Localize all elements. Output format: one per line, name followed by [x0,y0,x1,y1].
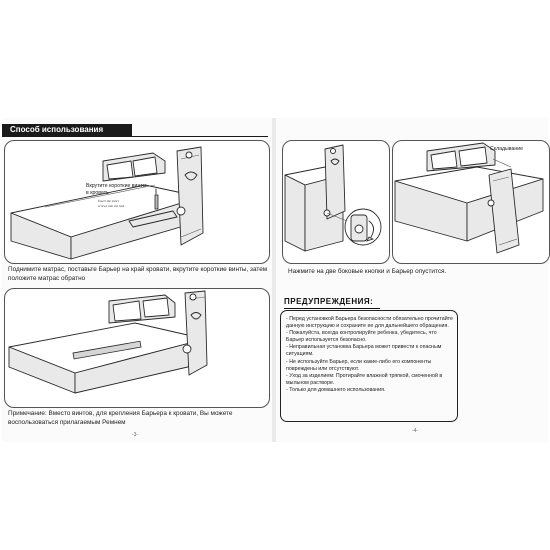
section-title-rule [2,136,268,137]
warning-item: - Только для домашнего использования. [286,386,386,393]
illustration-panel-install [4,140,270,264]
warning-item: - Не используйте Барьер, если какие-либо… [286,358,432,372]
warnings-title: ПРЕДУПРЕЖДЕНИЯ: [284,297,374,306]
warning-item: - Неправильная установка Барьера может п… [286,344,442,358]
warnings-title-rule [284,308,380,309]
caption-install: Поднимите матрас, поставьте Барьер на кр… [8,266,268,282]
page-number-right: -4- [412,428,419,434]
illustration-panel-folded [392,140,550,264]
warning-item: - Уход за изделием: Протирайте влажной т… [286,372,443,386]
arrow-icon [368,220,374,238]
section-title: Способ использования [2,124,132,136]
caption-strap-note: Примечание: Вместо винтов, для крепления… [8,410,233,426]
caption-fold: Нажмите на две боковые кнопки и Барьер о… [288,268,447,275]
fold-callout: Складывание [490,146,523,152]
bed-rail-illustration [8,290,208,394]
screw-callout-ru: Вкрутите короткие винты в кровать [86,183,147,196]
warning-item: - Перед установкой Барьера безопасности … [286,316,453,330]
illustration-panel-strap [4,288,270,408]
warnings-box [280,310,458,422]
button-press-detail [284,144,382,252]
page-number-left: -3- [132,432,139,438]
page-gutter [272,118,276,442]
illustration-panel-buttons [282,140,390,264]
warning-item: - Пожалуйста, всегда контролируйте ребен… [286,330,437,344]
bed-rail-folded-illustration [394,142,544,254]
warnings-list: - Перед установкой Барьера безопасности … [286,316,454,394]
screw-callout-en: Insert the short screws into the bed. [98,199,125,208]
bed-rail-illustration [10,146,204,260]
